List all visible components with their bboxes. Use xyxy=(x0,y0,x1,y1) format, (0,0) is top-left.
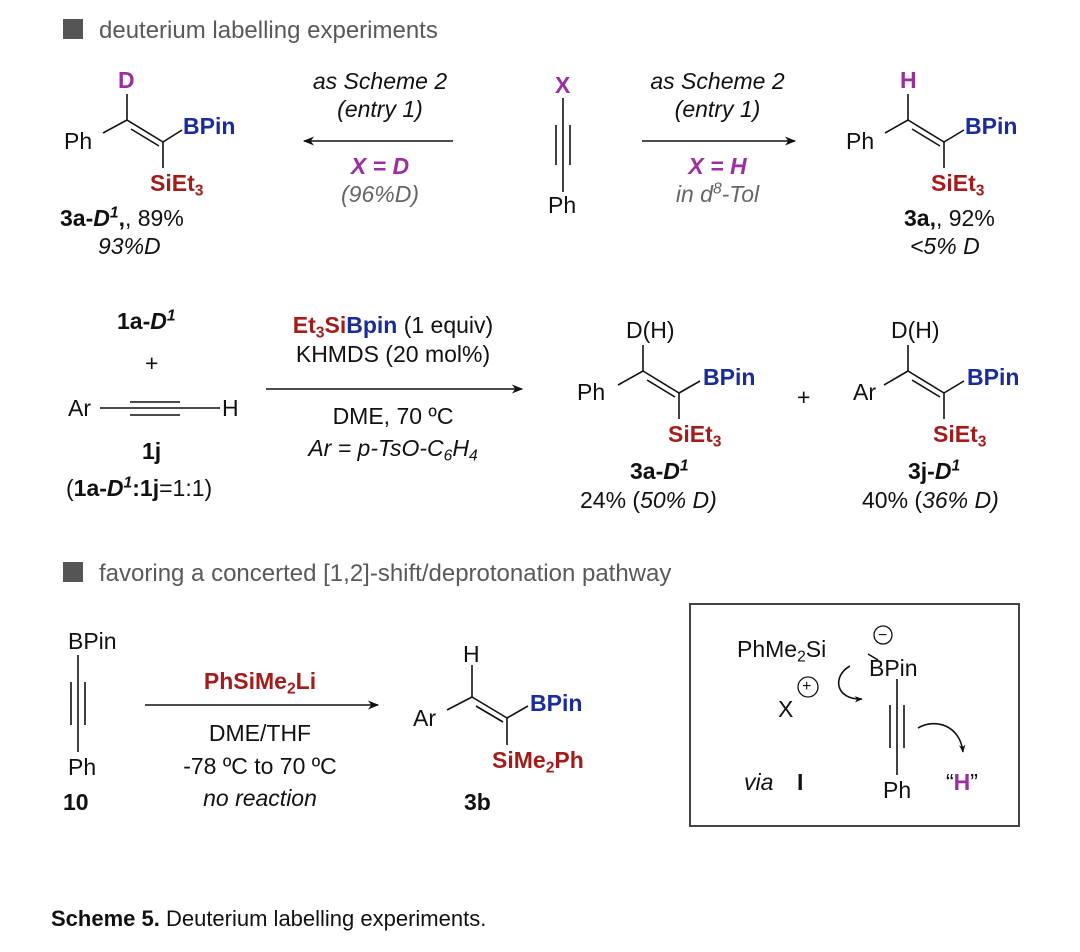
group-bpin: BPin xyxy=(530,690,583,716)
solvent: DME/THF xyxy=(208,720,312,746)
atom-ph: Ph xyxy=(883,777,912,803)
atom-d-h: D(H) xyxy=(891,317,940,343)
group-bpin: BPin xyxy=(869,655,918,681)
arrow-right-condition-2: (entry 1) xyxy=(674,96,761,122)
yield-deuterium: 24% (50% D) xyxy=(580,487,717,513)
atom-d: D xyxy=(118,67,135,93)
base-khmds: KHMDS (20 mol%) xyxy=(295,341,491,367)
minus-charge-sign: − xyxy=(878,627,888,644)
intermediate-box xyxy=(689,603,1020,827)
structure-3j-d1-bonds xyxy=(883,345,965,419)
alkyne-10 xyxy=(70,655,86,752)
compound-label: 3a,, 92% xyxy=(904,205,995,231)
atom-ar: Ar xyxy=(413,705,436,731)
group-siet3: SiEt3 xyxy=(668,421,722,451)
result-note: no reaction xyxy=(203,785,317,811)
plus-charge-sign: + xyxy=(802,678,812,695)
group-siet3: SiEt3 xyxy=(933,421,987,451)
plus-sign: + xyxy=(797,384,811,410)
arrow-left-note: (96%D) xyxy=(341,181,419,207)
atom-ph: Ph xyxy=(846,128,875,154)
group-bpin: BPin xyxy=(703,364,756,390)
structure-3a-bonds xyxy=(884,94,965,168)
group-sime2ph: SiMe2Ph xyxy=(492,747,584,777)
temperature: -78 ºC to 70 ºC xyxy=(183,753,337,779)
via-label: via xyxy=(744,769,774,795)
atom-h: H xyxy=(463,641,480,667)
compound-label-3b: 3b xyxy=(464,789,491,815)
ar-definition: Ar = p-TsO-C6H4 xyxy=(308,435,478,465)
deuterium-level: 93%D xyxy=(98,233,161,259)
cation-x: X xyxy=(778,696,794,722)
reactant-1a-d1-label: 1a-D1 xyxy=(117,307,176,334)
deuterium-level: <5% D xyxy=(910,233,980,259)
plus-sign: + xyxy=(145,350,159,376)
arrow-right-note: in d8-Tol xyxy=(675,180,760,207)
atom-ar: Ar xyxy=(853,379,876,405)
plus-charge-circle xyxy=(797,676,819,698)
reagent-phsime2li: PhSiMe2Li xyxy=(203,668,317,698)
compound-label: 3j-D1 xyxy=(908,457,961,484)
atom-ph: Ph xyxy=(68,754,97,780)
atom-h: H xyxy=(222,395,239,421)
arrow-right-x-eq: X = H xyxy=(688,153,747,179)
curved-arrow-2 xyxy=(917,722,966,753)
minus-charge-circle xyxy=(873,625,893,645)
section-header-concerted: favoring a concerted [1,2]-shift/deproto… xyxy=(63,562,671,586)
arrow-left-condition-1: as Scheme 2 xyxy=(312,68,448,94)
group-siet3: SiEt3 xyxy=(931,170,985,200)
group-bpin: BPin xyxy=(183,113,236,139)
compound-label-10: 10 xyxy=(63,789,89,815)
atom-ph: Ph xyxy=(548,192,577,218)
atom-ph: Ph xyxy=(577,379,606,405)
solvent-temp: DME, 70 ºC xyxy=(332,403,454,429)
atom-h: H xyxy=(900,67,917,93)
structure-3a-d1-bonds xyxy=(102,94,183,168)
group-siet3: SiEt3 xyxy=(150,170,204,200)
group-bpin: BPin xyxy=(68,628,117,654)
scheme-caption: Scheme 5. Deuterium labelling experiment… xyxy=(51,906,487,931)
proton-source: “H” xyxy=(946,769,978,795)
arrow-left-x-eq: X = D xyxy=(350,153,410,179)
section-header-deuterium: deuterium labelling experiments xyxy=(63,19,438,43)
bullet-square-icon xyxy=(63,562,83,582)
arrow-left-condition-2: (entry 1) xyxy=(337,96,423,122)
atom-d-h: D(H) xyxy=(626,317,675,343)
structure-3b-bonds xyxy=(446,665,529,745)
alkyne-1j xyxy=(100,401,220,416)
reactant-ratio: (1a-D1:1j=1:1) xyxy=(66,474,213,501)
alkyne-x-ph xyxy=(555,98,571,192)
atom-x: X xyxy=(555,72,571,98)
bullet-square-icon xyxy=(63,19,83,39)
arrow-right-condition-1: as Scheme 2 xyxy=(650,68,785,94)
intermediate-label: I xyxy=(797,769,804,795)
yield-deuterium: 40% (36% D) xyxy=(862,487,999,513)
reactant-1j-label: 1j xyxy=(142,438,162,464)
reagent-et3sibpin: Et3SiBpin (1 equiv) xyxy=(292,312,494,342)
compound-label: 3a-D1 xyxy=(630,457,689,484)
structure-3a-d1-middle-bonds xyxy=(617,345,701,419)
intermediate-bonds xyxy=(837,653,966,775)
atom-ph: Ph xyxy=(64,128,93,154)
compound-label: 3a-D1,, 89% xyxy=(60,204,184,231)
group-bpin: BPin xyxy=(965,113,1018,139)
curved-arrow-1 xyxy=(837,665,863,703)
group-phme2si: PhMe2Si xyxy=(737,636,827,666)
atom-ar: Ar xyxy=(68,395,91,421)
group-bpin: BPin xyxy=(967,364,1020,390)
